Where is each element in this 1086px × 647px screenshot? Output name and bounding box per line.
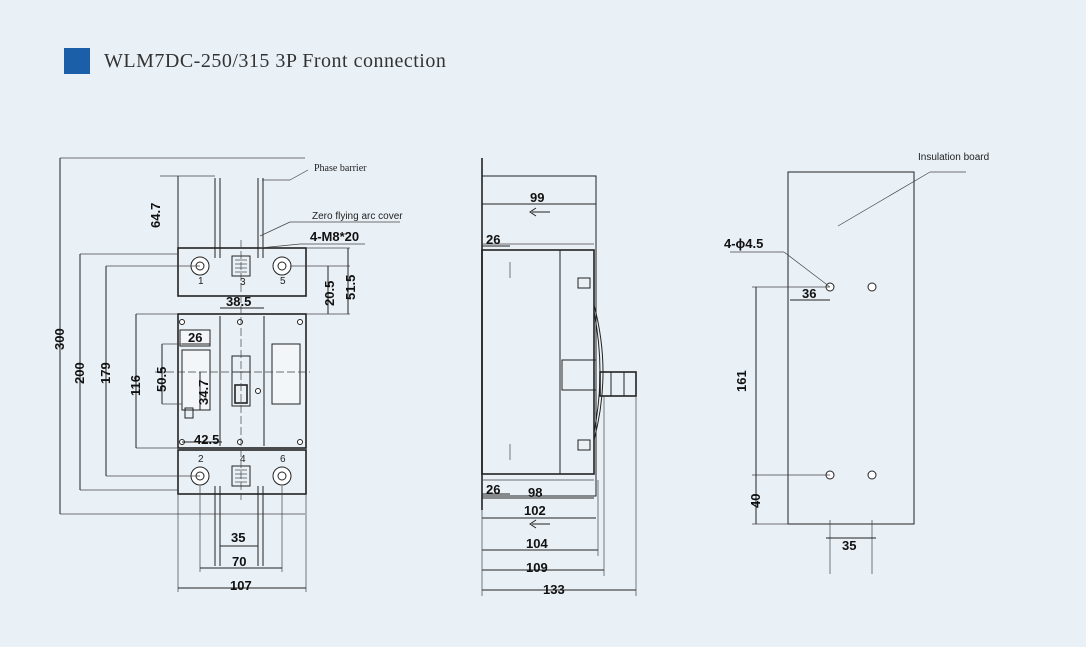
dim-64-7: 64.7 bbox=[148, 203, 163, 228]
title-block: WLM7DC-250/315 3P Front connection bbox=[64, 48, 446, 74]
page-title: WLM7DC-250/315 3P Front connection bbox=[104, 49, 447, 72]
svg-text:5: 5 bbox=[280, 276, 286, 287]
dim-26-side-bottom: 26 bbox=[486, 482, 500, 497]
dim-102: 102 bbox=[524, 503, 546, 518]
dim-179: 179 bbox=[98, 362, 113, 384]
dim-36: 36 bbox=[802, 286, 816, 301]
dim-42-5: 42.5 bbox=[194, 432, 219, 447]
front-view: 1 3 5 2 4 6 bbox=[52, 157, 403, 593]
dim-200: 200 bbox=[72, 362, 87, 384]
dim-161: 161 bbox=[734, 370, 749, 392]
dim-26-front: 26 bbox=[188, 330, 202, 345]
dim-300: 300 bbox=[52, 328, 67, 350]
breaker-body bbox=[177, 313, 307, 449]
dim-20-5: 20.5 bbox=[322, 281, 337, 306]
mount-hole bbox=[867, 470, 877, 480]
mount-hole bbox=[867, 282, 877, 292]
svg-text:2: 2 bbox=[198, 454, 204, 465]
label-holes: 4-ϕ4.5 bbox=[724, 236, 763, 251]
side-body bbox=[481, 249, 595, 475]
dim-35-front: 35 bbox=[231, 530, 245, 545]
label-insulation-board: Insulation board bbox=[918, 152, 989, 163]
dim-98: 98 bbox=[528, 485, 542, 500]
label-screw-spec: 4-M8*20 bbox=[310, 229, 359, 244]
dim-99: 99 bbox=[530, 190, 544, 205]
title-marker bbox=[64, 48, 90, 74]
label-phase-barrier: Phase barrier bbox=[314, 163, 367, 174]
dim-34-7: 34.7 bbox=[196, 380, 211, 405]
top-terminal-block bbox=[177, 247, 307, 297]
mounting-view: Insulation board 4-ϕ4.5 36 161 40 35 bbox=[724, 152, 989, 574]
svg-text:4: 4 bbox=[240, 454, 246, 465]
dim-38-5: 38.5 bbox=[226, 294, 251, 309]
label-zero-flying-arc-cover: Zero flying arc cover bbox=[312, 211, 403, 222]
dim-40: 40 bbox=[748, 494, 763, 508]
bottom-terminal-block bbox=[177, 449, 307, 495]
insulation-board-outline bbox=[787, 171, 915, 525]
dim-26-side-top: 26 bbox=[486, 232, 500, 247]
dim-133: 133 bbox=[543, 582, 565, 597]
dim-51-5: 51.5 bbox=[343, 275, 358, 300]
dim-104: 104 bbox=[526, 536, 548, 551]
svg-text:1: 1 bbox=[198, 276, 204, 287]
dim-107: 107 bbox=[230, 578, 252, 593]
svg-text:6: 6 bbox=[280, 454, 286, 465]
dim-70: 70 bbox=[232, 554, 246, 569]
dim-50-5: 50.5 bbox=[154, 367, 169, 392]
dim-35-mount: 35 bbox=[842, 538, 856, 553]
dim-109: 109 bbox=[526, 560, 548, 575]
svg-text:3: 3 bbox=[240, 277, 246, 288]
dim-116: 116 bbox=[128, 375, 143, 396]
side-view: 99 26 26 98 102 104 109 133 bbox=[481, 158, 637, 597]
